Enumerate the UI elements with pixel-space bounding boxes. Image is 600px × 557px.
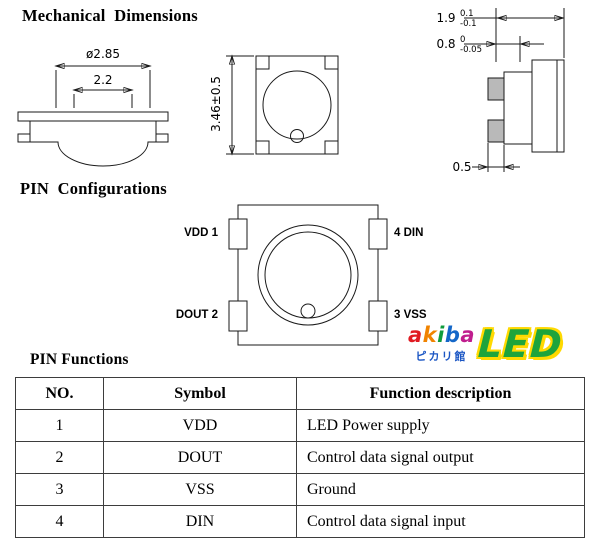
dimension-body-height: 3.46±0.5 bbox=[209, 56, 254, 154]
package-body-outline bbox=[17, 111, 169, 167]
bottom-pad bbox=[487, 119, 505, 143]
dim-label-lens-diameter: ø2.85 bbox=[86, 47, 120, 61]
cell-symbol: VDD bbox=[103, 409, 297, 442]
cell-description: Ground bbox=[296, 473, 585, 506]
left-lead bbox=[17, 133, 31, 143]
package-body bbox=[237, 204, 379, 346]
logo-letter: b bbox=[444, 323, 461, 347]
dimension-step: 0.8 0 -0.05 bbox=[436, 35, 544, 62]
pin-configurations-heading: PIN Configurations bbox=[20, 179, 167, 198]
cell-symbol: DOUT bbox=[103, 441, 297, 474]
dim-label-depth: 1.9 bbox=[436, 11, 455, 25]
logo-letter: i bbox=[437, 323, 445, 347]
dimension-lens-diameter: ø2.85 bbox=[56, 47, 150, 108]
package-top-outline bbox=[255, 55, 339, 155]
dim-depth-tol-upper: 0.1 bbox=[460, 9, 474, 19]
pin-label-dout: DOUT 2 bbox=[175, 309, 218, 321]
dim-label-body-height: 3.46±0.5 bbox=[209, 76, 223, 132]
cell-symbol: VSS bbox=[103, 473, 297, 506]
cell-description: Control data signal input bbox=[296, 505, 585, 538]
col-header-no: NO. bbox=[15, 377, 104, 410]
table-header-row: NO. Symbol Function description bbox=[15, 377, 585, 410]
lens-outer-circle bbox=[257, 224, 359, 326]
lens-notch bbox=[290, 129, 304, 143]
cell-no: 3 bbox=[15, 473, 104, 506]
pin1-pad bbox=[228, 218, 248, 250]
dim-label-inner-width: 2.2 bbox=[93, 73, 112, 87]
corner-pad bbox=[255, 140, 270, 155]
table-row: 1 VDD LED Power supply bbox=[15, 409, 585, 442]
package-body bbox=[255, 55, 339, 155]
side-view-drawing: ø2.85 2.2 bbox=[17, 47, 169, 167]
akibaled-logo: akiba ピカリ館 LED bbox=[408, 322, 565, 368]
col-header-description: Function description bbox=[296, 377, 585, 410]
lens-inner-circle bbox=[264, 231, 352, 319]
dim-label-pad: 0.5 bbox=[452, 160, 471, 174]
dim-step-tol-upper: 0 bbox=[460, 35, 465, 45]
corner-pad bbox=[255, 55, 270, 70]
dim-label-step: 0.8 bbox=[436, 37, 455, 51]
table-row: 4 DIN Control data signal input bbox=[15, 505, 585, 538]
table-row: 2 DOUT Control data signal output bbox=[15, 441, 585, 474]
logo-letter: k bbox=[422, 323, 438, 347]
cell-no: 1 bbox=[15, 409, 104, 442]
cell-no: 2 bbox=[15, 441, 104, 474]
logo-japanese-text: ピカリ館 bbox=[415, 351, 468, 363]
pin-functions-table: NO. Symbol Function description 1 VDD LE… bbox=[15, 377, 585, 538]
dim-depth-tol-lower: -0.1 bbox=[460, 19, 477, 29]
right-lead bbox=[155, 133, 169, 143]
pin-label-vss: 3 VSS bbox=[394, 309, 427, 321]
lens-block bbox=[503, 71, 533, 145]
cell-description: LED Power supply bbox=[296, 409, 585, 442]
package-side-outline bbox=[17, 111, 169, 167]
corner-pad bbox=[324, 55, 339, 70]
pin2-pad bbox=[228, 300, 248, 332]
lens-notch bbox=[300, 303, 316, 319]
col-header-symbol: Symbol bbox=[103, 377, 297, 410]
top-view-drawing: 3.46±0.5 bbox=[209, 42, 339, 168]
lens-circle bbox=[262, 70, 332, 140]
top-pad bbox=[487, 77, 505, 101]
package-pin-outline bbox=[228, 204, 388, 346]
end-view-drawing: 1.9 0.1 -0.1 0.8 0 -0.05 0.5 bbox=[436, 8, 565, 174]
logo-letter: a bbox=[460, 323, 476, 347]
pin-configuration-drawing bbox=[228, 204, 388, 346]
dimension-pad: 0.5 bbox=[452, 143, 520, 174]
package-end-outline bbox=[487, 59, 565, 153]
cell-description: Control data signal output bbox=[296, 441, 585, 474]
pin4-pad bbox=[368, 218, 388, 250]
logo-akiba-text: akiba bbox=[408, 325, 475, 346]
table-row: 3 VSS Ground bbox=[15, 473, 585, 506]
pin-functions-heading: PIN Functions bbox=[30, 351, 129, 368]
corner-pad bbox=[324, 140, 339, 155]
mechanical-dimensions-heading: Mechanical Dimensions bbox=[22, 6, 198, 25]
cell-symbol: DIN bbox=[103, 505, 297, 538]
dimension-depth: 1.9 0.1 -0.1 bbox=[436, 8, 565, 62]
package-body bbox=[531, 59, 565, 153]
pin3-pad bbox=[368, 300, 388, 332]
dim-step-tol-lower: -0.05 bbox=[460, 45, 482, 55]
pin-label-vdd: VDD 1 bbox=[184, 227, 218, 239]
logo-letter: a bbox=[408, 323, 423, 347]
dimension-inner-width: 2.2 bbox=[74, 73, 132, 108]
pin-label-din: 4 DIN bbox=[394, 227, 424, 239]
cell-no: 4 bbox=[15, 505, 104, 538]
logo-led-text: LED bbox=[476, 322, 565, 368]
